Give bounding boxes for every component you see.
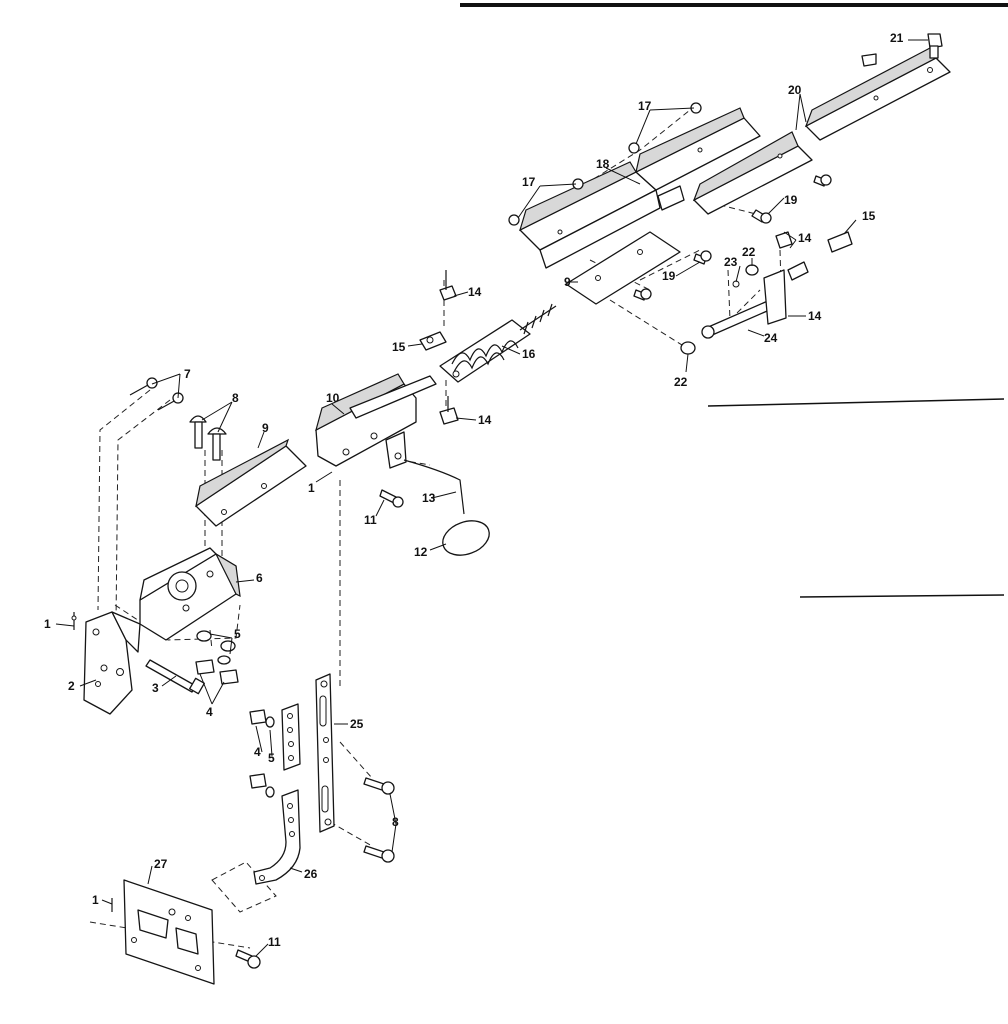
part-8-carriage-bolts-top xyxy=(189,415,227,461)
callout-14-right-bottom: 14 xyxy=(808,309,822,323)
callout-22-right: 22 xyxy=(742,245,756,259)
part-27-wall-plate xyxy=(111,879,215,985)
callout-24: 24 xyxy=(764,331,778,345)
part-20-rail-section xyxy=(692,47,951,215)
callout-2: 2 xyxy=(68,679,75,693)
callout-21: 21 xyxy=(890,31,904,45)
part-18-rail-section xyxy=(519,107,761,269)
callout-8-top: 8 xyxy=(232,391,239,405)
border-rules xyxy=(460,3,1008,598)
part-12-13-cord-handle xyxy=(403,459,490,556)
callout-18: 18 xyxy=(596,157,610,171)
part-24-shaft-assembly xyxy=(701,269,787,339)
callout-17-left: 17 xyxy=(522,175,536,189)
callout-16: 16 xyxy=(522,347,536,361)
callout-10: 10 xyxy=(326,391,340,405)
part-11-bolt-mid xyxy=(379,489,404,508)
callout-22-lower: 22 xyxy=(674,375,688,389)
part-25-strap xyxy=(315,673,335,833)
callout-12: 12 xyxy=(414,545,428,559)
part-3-clevis-pin xyxy=(145,659,205,695)
part-21-bolt-nut xyxy=(861,33,943,67)
callout-11-mid: 11 xyxy=(364,513,377,527)
callout-1-plate: 1 xyxy=(92,893,99,907)
callout-19-right: 19 xyxy=(784,193,798,207)
part-15-clip-left xyxy=(419,331,447,351)
callout-5-upper: 5 xyxy=(234,627,241,641)
part-6-trolley-bracket xyxy=(139,547,241,641)
part-16-spring-assembly xyxy=(439,303,557,383)
callout-15-right: 15 xyxy=(862,209,876,223)
part-17-nuts xyxy=(508,102,702,226)
callout-3: 3 xyxy=(152,681,159,695)
callout-13: 13 xyxy=(422,491,436,505)
callout-4-lower: 4 xyxy=(254,745,261,759)
callout-8-lower: 8 xyxy=(392,815,399,829)
callout-5-lower: 5 xyxy=(268,751,275,765)
callout-6: 6 xyxy=(256,571,263,585)
assembly-dashed-lines xyxy=(89,109,783,949)
part-11-bolt-lower xyxy=(235,949,261,969)
part-22-23-small-parts xyxy=(680,231,853,355)
part-10-trolley xyxy=(315,373,437,469)
part-19-bolts xyxy=(633,174,832,301)
callout-1-left: 1 xyxy=(44,617,51,631)
callout-19-mid: 19 xyxy=(662,269,676,283)
callout-11-lower: 11 xyxy=(268,935,281,949)
callout-26: 26 xyxy=(304,867,318,881)
part-9-angle-rail-left xyxy=(195,438,307,527)
part-9-angle-rail-right xyxy=(565,231,681,305)
leader-lines xyxy=(55,39,928,957)
callout-20: 20 xyxy=(788,83,802,97)
callout-14-right-top: 14 xyxy=(798,231,812,245)
splice-plate xyxy=(281,703,301,771)
callout-9-right: 9 xyxy=(564,275,571,289)
callout-7: 7 xyxy=(184,367,191,381)
callout-17-top: 17 xyxy=(638,99,652,113)
callout-23: 23 xyxy=(724,255,738,269)
part-4-5-nuts-washers-lower xyxy=(249,709,275,798)
part-1-pin-left xyxy=(71,612,77,630)
callout-1-trolley: 1 xyxy=(308,481,315,495)
callout-14-spring-bottom: 14 xyxy=(478,413,492,427)
part-8-bolts-lower xyxy=(363,777,395,863)
callout-15-left: 15 xyxy=(392,340,406,354)
callout-9-left: 9 xyxy=(262,421,269,435)
part-26-angle-strap xyxy=(253,789,301,885)
callout-25: 25 xyxy=(350,717,364,731)
callout-labels: 7 8 9 6 1 2 3 5 4 10 1 11 13 12 14 15 16… xyxy=(44,31,904,949)
part-14-clips-spring xyxy=(439,270,459,425)
callout-4-upper: 4 xyxy=(206,705,213,719)
part-2-end-bracket xyxy=(83,611,141,715)
callout-27: 27 xyxy=(154,857,168,871)
callout-14-spring-top: 14 xyxy=(468,285,482,299)
